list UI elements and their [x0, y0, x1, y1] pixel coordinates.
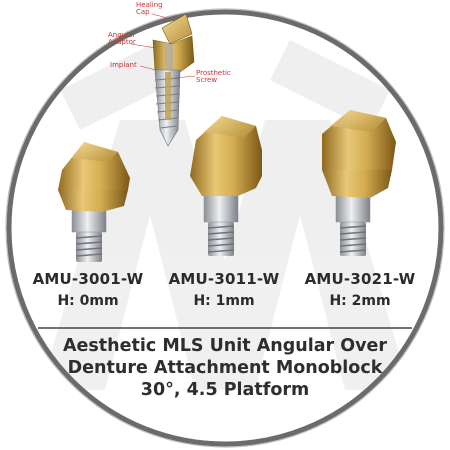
label-angular-adaptor: Angular Adaptor [108, 31, 136, 46]
product-height-1: H: 0mm [57, 293, 119, 309]
product-code-3: AMU-3021-W [304, 270, 416, 288]
frame-ring [6, 9, 444, 447]
label-prosthetic-screw: Prosthetic Screw [196, 69, 231, 84]
product-title-line-1: Aesthetic MLS Unit Angular Over [62, 336, 388, 356]
abutment-3 [322, 110, 396, 256]
product-code-2: AMU-3011-W [168, 270, 280, 288]
watermark-logo [40, 40, 410, 390]
label-implant: Implant [110, 61, 137, 69]
implant-diagram [130, 13, 196, 147]
label-healing-cap: Healing Cap [136, 1, 163, 16]
product-code-1: AMU-3001-W [32, 270, 144, 288]
product-title-line-3: 30°, 4.5 Platform [140, 380, 310, 400]
abutment-2 [190, 116, 262, 256]
product-height-2: H: 1mm [193, 293, 255, 309]
product-title-line-2: Denture Attachment Monoblock [67, 358, 383, 378]
product-height-3: H: 2mm [329, 293, 391, 309]
abutment-1 [58, 142, 130, 262]
